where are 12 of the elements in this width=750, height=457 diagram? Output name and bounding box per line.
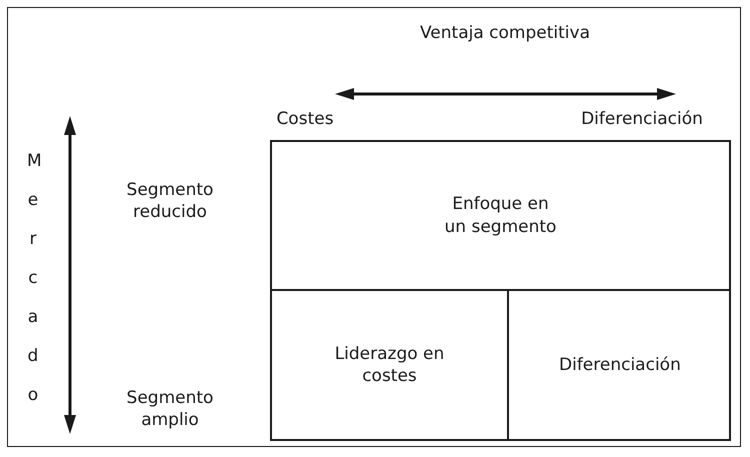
box-label: Enfoque en un segmento xyxy=(444,193,558,238)
axis-label: Segmento reducido xyxy=(126,179,214,224)
axis-label: Ventaja competitiva xyxy=(419,22,591,44)
box-label: Diferenciación xyxy=(559,354,679,376)
strategy-box xyxy=(270,140,731,291)
axis-label: Segmento amplio xyxy=(126,387,214,432)
box-label: Liderazgo en costes xyxy=(334,342,446,388)
axis-label: Mercado xyxy=(27,150,39,407)
axis-label: Diferenciación xyxy=(580,108,704,130)
strategy-box xyxy=(507,289,731,441)
strategy-box xyxy=(270,289,509,441)
axis-label: Costes xyxy=(275,108,335,130)
